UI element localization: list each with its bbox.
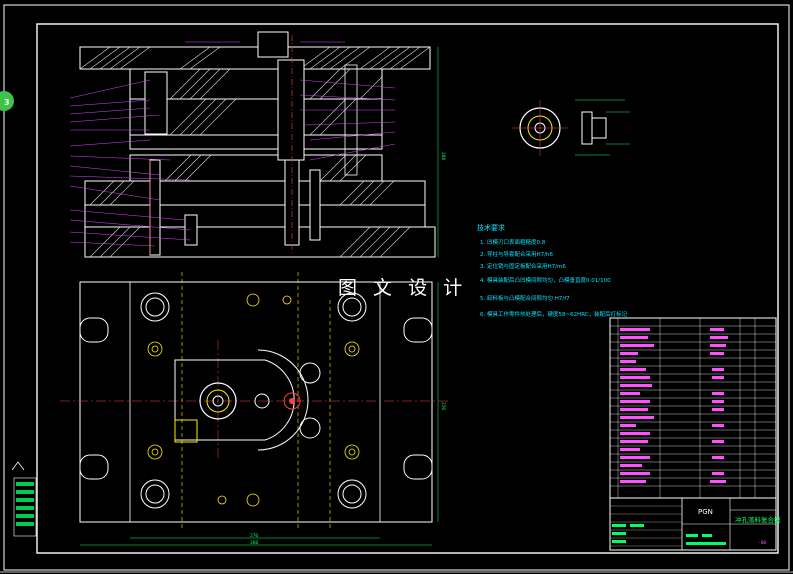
- tech-note-item: 4. 模具装配后凸凹模间隙均匀，凸模垂直度0.01/100: [480, 276, 611, 284]
- technical-requirements: 技术要求 1. 凹模刃口表面粗糙度0.8 2. 导柱与导套配合采用H7/h6 3…: [477, 223, 628, 318]
- title-block: PGN 冲孔落料复合模 -00: [609, 497, 781, 551]
- drawing-outer-border: [3, 4, 790, 571]
- drawing-inner-border: [36, 23, 779, 554]
- tech-notes-title: 技术要求: [477, 223, 505, 232]
- left-layer-strip: [11, 461, 37, 537]
- plan-height-dimension: 250: [440, 402, 446, 410]
- watermark-text: 图 文 设 计: [338, 277, 467, 299]
- title-block-drawing-name: 冲孔落料复合模: [735, 515, 781, 524]
- tech-note-item: 1. 凹模刃口表面粗糙度0.8: [480, 238, 546, 246]
- title-block-designation: PGN: [698, 508, 713, 516]
- tech-note-item: 3. 定位销与固定板配合采用H7/m6: [480, 262, 566, 270]
- inner-width-dimension: 270: [250, 533, 258, 539]
- height-dimension: 288: [440, 152, 446, 160]
- outer-width-dimension: 360: [250, 540, 258, 546]
- side-badge-label: 3: [4, 98, 10, 107]
- tech-note-item: 5. 卸料板与凸模配合间隙均匀 H7/f7: [480, 294, 570, 302]
- part-detail-view: [512, 99, 630, 156]
- tech-note-item: 6. 模具工作零件热处理后，硬度58~62HRC，装配后打标记: [480, 310, 628, 318]
- tech-note-item: 2. 导柱与导套配合采用H7/h6: [480, 250, 553, 258]
- title-block-sheet-code: -00: [758, 540, 766, 546]
- plan-view: 270 360 250: [60, 272, 450, 546]
- front-section-view: 288: [69, 31, 446, 258]
- side-badge[interactable]: 3: [0, 91, 14, 111]
- parts-list-table: [609, 317, 777, 499]
